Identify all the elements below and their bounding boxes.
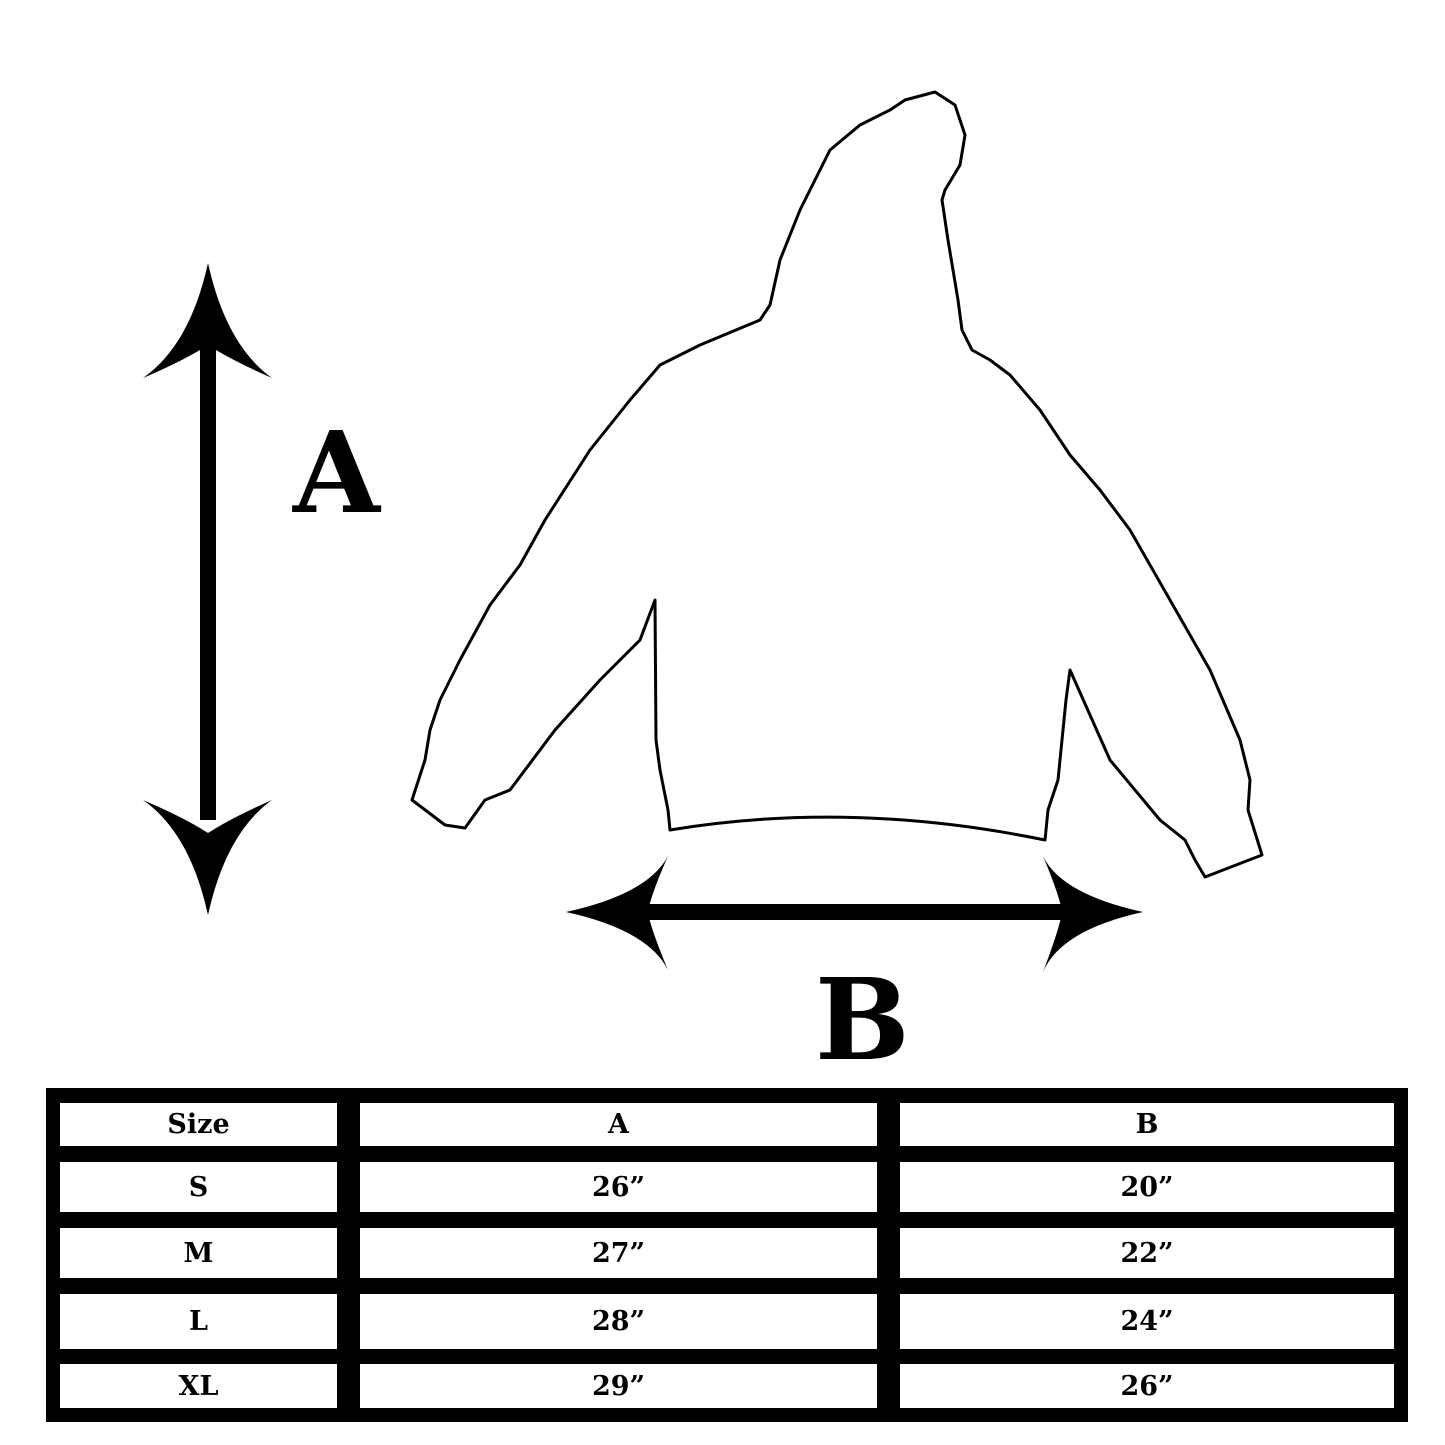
row-l-size: L bbox=[60, 1294, 337, 1349]
row-xl-size: XL bbox=[60, 1364, 337, 1408]
row-m-size: M bbox=[60, 1228, 337, 1278]
row-l-a: 28” bbox=[360, 1294, 877, 1349]
row-l-b: 24” bbox=[900, 1294, 1394, 1349]
row-xl-a: 29” bbox=[360, 1364, 877, 1408]
label-b: B bbox=[815, 955, 910, 1086]
row-m-b: 22” bbox=[900, 1228, 1394, 1278]
row-s-a: 26” bbox=[360, 1162, 877, 1212]
row-s-b: 20” bbox=[900, 1162, 1394, 1212]
header-b: B bbox=[900, 1103, 1394, 1146]
header-size: Size bbox=[60, 1103, 337, 1146]
horizontal-arrow-b bbox=[566, 856, 1143, 972]
hoodie-outline bbox=[410, 90, 1264, 879]
row-xl-b: 26” bbox=[900, 1364, 1394, 1408]
row-s-size: S bbox=[60, 1162, 337, 1212]
row-m-a: 27” bbox=[360, 1228, 877, 1278]
size-table: Size A B S 26” 20” M 27” 22” L 28” 24” X… bbox=[46, 1088, 1408, 1422]
header-a: A bbox=[360, 1103, 877, 1146]
label-a: A bbox=[293, 408, 380, 539]
vertical-arrow-a bbox=[143, 263, 272, 915]
